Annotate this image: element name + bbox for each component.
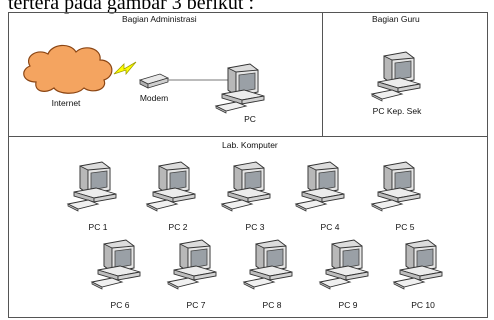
- internet-cloud-icon: [23, 44, 113, 94]
- lab-pc-6-label: PC 6: [110, 300, 130, 310]
- lab-pc-4-label: PC 4: [320, 222, 340, 232]
- lab-pc-7-label: PC 7: [186, 300, 206, 310]
- lab-pc-3-icon: [220, 160, 276, 212]
- lab-pc-2-icon: [145, 160, 201, 212]
- section-divider-vertical: [322, 12, 323, 137]
- section-divider-horizontal: [8, 136, 488, 137]
- lab-pc-8-label: PC 8: [262, 300, 282, 310]
- section-title-guru: Bagian Guru: [372, 14, 420, 24]
- lab-pc-10-icon: [392, 238, 448, 290]
- lab-pc-5-label: PC 5: [395, 222, 415, 232]
- lab-pc-3-label: PC 3: [245, 222, 265, 232]
- section-title-lab: Lab. Komputer: [222, 140, 278, 150]
- section-title-admin: Bagian Administrasi: [122, 14, 197, 24]
- modem-label: Modem: [139, 93, 169, 103]
- admin-pc-label: PC: [244, 114, 256, 124]
- lab-pc-10-label: PC 10: [411, 300, 435, 310]
- admin-pc-icon: [214, 62, 270, 114]
- lab-pc-2-label: PC 2: [168, 222, 188, 232]
- lab-pc-9-icon: [318, 238, 374, 290]
- lab-pc-1-label: PC 1: [88, 222, 108, 232]
- lab-pc-4-icon: [294, 160, 350, 212]
- lab-pc-6-icon: [90, 238, 146, 290]
- lightning-icon: [113, 61, 137, 76]
- kepsek-pc-icon: [370, 50, 426, 102]
- network-link: [168, 79, 230, 81]
- lab-pc-7-icon: [166, 238, 222, 290]
- lab-pc-5-icon: [370, 160, 426, 212]
- kepsek-pc-label: PC Kep. Sek: [372, 106, 422, 116]
- network-diagram-frame: [8, 12, 488, 318]
- lab-pc-8-icon: [242, 238, 298, 290]
- page-caption: tertera pada gambar 3 berikut :: [8, 0, 254, 14]
- internet-label: Internet: [51, 98, 81, 108]
- modem-icon: [138, 73, 170, 89]
- lab-pc-1-icon: [66, 160, 122, 212]
- lab-pc-9-label: PC 9: [338, 300, 358, 310]
